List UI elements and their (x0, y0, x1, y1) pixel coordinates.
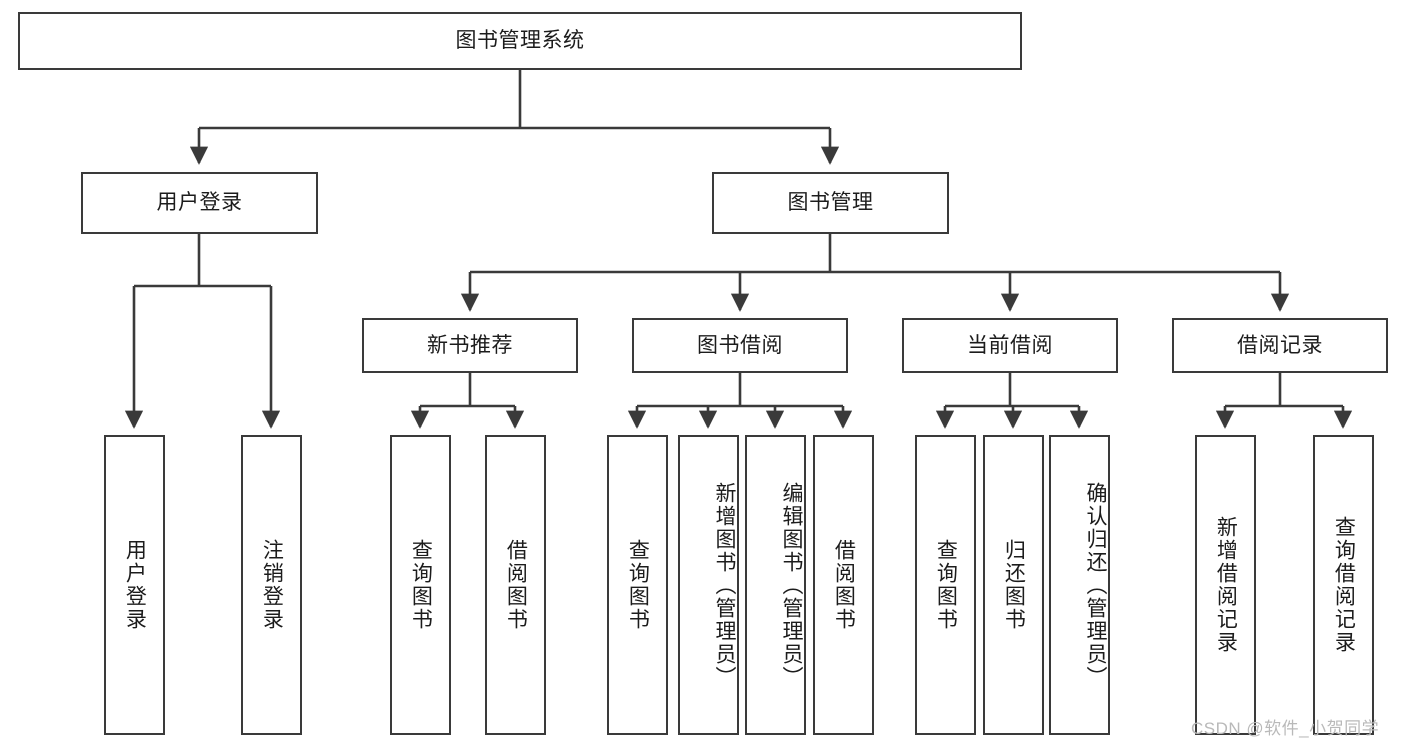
node-label: 归还图书 (1002, 539, 1026, 631)
leaf-new-book-borrow[interactable]: 借阅图书 (485, 435, 546, 735)
leaf-current-return-book[interactable]: 归还图书 (983, 435, 1044, 735)
node-label: 用户登录 (156, 191, 243, 215)
leaf-current-query-book[interactable]: 查询图书 (915, 435, 976, 735)
node-label: 查询图书 (626, 539, 650, 631)
leaf-record-add-borrow-record[interactable]: 新增借阅记录 (1195, 435, 1256, 735)
node-label: 图书管理系统 (455, 29, 585, 53)
node-label: 用户登录 (123, 539, 147, 631)
leaf-borrow-edit-book-admin[interactable]: 编辑图书（管理员） (745, 435, 806, 735)
node-label: 新增图书（管理员） (713, 481, 736, 689)
node-current-borrow[interactable]: 当前借阅 (902, 318, 1118, 373)
node-label: 新增借阅记录 (1214, 516, 1238, 654)
node-label: 查询图书 (934, 539, 958, 631)
leaf-new-book-query[interactable]: 查询图书 (390, 435, 451, 735)
leaf-borrow-borrow-book[interactable]: 借阅图书 (813, 435, 874, 735)
node-user-login[interactable]: 用户登录 (81, 172, 318, 234)
node-label: 图书管理 (787, 191, 874, 215)
node-label: 编辑图书（管理员） (780, 481, 803, 689)
node-label: 借阅图书 (504, 539, 528, 631)
node-new-book-recommend[interactable]: 新书推荐 (362, 318, 578, 373)
node-label: 图书借阅 (697, 333, 783, 357)
leaf-record-query-borrow-record[interactable]: 查询借阅记录 (1313, 435, 1374, 735)
leaf-borrow-query-book[interactable]: 查询图书 (607, 435, 668, 735)
node-label: 当前借阅 (967, 333, 1053, 357)
node-root-book-management-system[interactable]: 图书管理系统 (18, 12, 1022, 70)
leaf-user-login-signin[interactable]: 用户登录 (104, 435, 165, 735)
node-book-borrow[interactable]: 图书借阅 (632, 318, 848, 373)
node-label: 注销登录 (260, 539, 284, 631)
leaf-user-login-signout[interactable]: 注销登录 (241, 435, 302, 735)
node-label: 借阅记录 (1237, 333, 1323, 357)
leaf-current-confirm-return-admin[interactable]: 确认归还（管理员） (1049, 435, 1110, 735)
leaf-borrow-add-book-admin[interactable]: 新增图书（管理员） (678, 435, 739, 735)
node-label: 查询借阅记录 (1332, 516, 1356, 654)
node-label: 借阅图书 (832, 539, 856, 631)
node-label: 确认归还（管理员） (1084, 481, 1107, 689)
node-label: 查询图书 (409, 539, 433, 631)
node-label: 新书推荐 (427, 333, 513, 357)
node-book-management[interactable]: 图书管理 (712, 172, 949, 234)
node-borrow-record[interactable]: 借阅记录 (1172, 318, 1388, 373)
